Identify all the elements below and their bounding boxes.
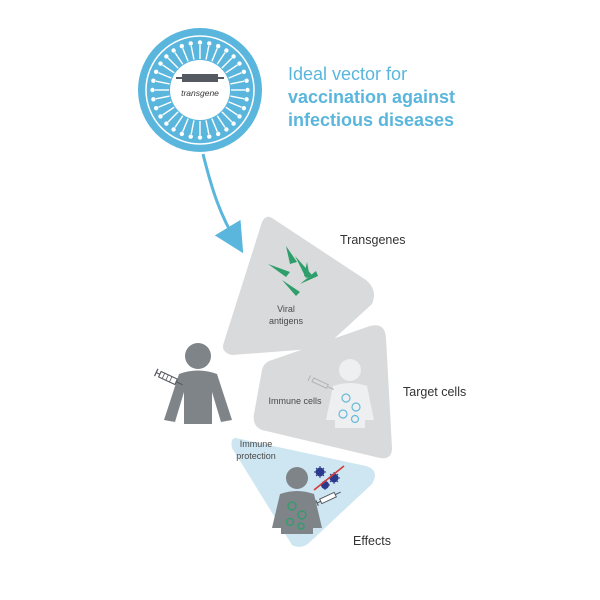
vector-spike [225,64,238,74]
vector-spike [174,115,184,128]
vector-spike-tip [215,131,221,137]
vector-spike-tip [151,97,156,102]
vector-spike [162,106,175,116]
vector-spike-tip [153,105,159,111]
heading-line3: infectious diseases [288,110,454,130]
vector-spike-tip [179,131,185,137]
heading-line1: Ideal vector for [288,64,407,84]
vector-spike [182,118,189,132]
vector-spike-tip [197,40,203,45]
vector-spike [211,118,218,132]
curved-arrow [201,153,244,254]
vector-spike [205,120,210,135]
vector-spike [158,101,172,108]
vector-spike-tip [153,69,159,75]
immune-protection-label-2: protection [236,451,276,461]
vector-spike-tip [188,41,193,46]
immune-protection-label-1: Immune [240,439,273,449]
vector-spike-tip [245,87,250,93]
vector-spike-tip [231,121,236,126]
viral-antigens-icon [268,246,318,296]
vector-spike-tip [215,43,221,49]
vector-spike-tip [171,127,176,132]
immune-cells-label: Immune cells [268,396,322,406]
vector-spike-tip [207,41,212,46]
vector-spike-tip [237,61,242,66]
vector-spike [155,95,170,100]
heading-line2: vaccination against [288,87,455,107]
vector-spike [228,101,242,108]
vector-spike-tip [224,127,229,132]
transgene-label: transgene [181,88,219,98]
vector-spike [216,52,226,65]
vector-spike [155,80,170,85]
vector-spike-tip [241,69,247,75]
vector-spike [211,48,218,62]
transgenes-title: Transgenes [340,233,406,247]
target-cells-title: Target cells [403,385,466,399]
viral-antigens-label-2: antigens [269,316,304,326]
vector-spike [182,48,189,62]
blocked-virus-icon [313,465,345,491]
panel-effects: Immune protection [231,438,375,547]
vector-spike-tip [158,61,163,66]
panel-target-cells: Immune cells [253,325,392,459]
vector-spike [205,45,210,60]
vaccine-syringe-icon [153,368,183,386]
vector-spike-tip [207,134,212,139]
target-syringe-icon [307,375,334,390]
vector-spike [225,106,238,116]
vector-spike-tip [244,78,249,83]
vector-spikes [150,40,250,140]
vector-spike [190,120,195,135]
vector-spike [190,45,195,60]
vector-spike [228,72,242,79]
vector-spike-tip [244,97,249,102]
vector-spike-tip [179,43,185,49]
vector-spike-tip [231,54,236,59]
target-person-icon [326,359,374,428]
vector-spike-tip [158,114,163,119]
vector-spike [230,80,245,85]
vector-spike [162,64,175,74]
vector-spike [216,115,226,128]
vector-particle: transgene [138,28,262,152]
vector-spike [221,57,233,69]
vector-spike [230,95,245,100]
vector-spike [167,57,179,69]
viral-antigens-label-1: Viral [277,304,295,314]
vector-spike-tip [150,87,155,93]
vector-spike-tip [164,121,169,126]
vector-spike-tip [151,78,156,83]
vector-spike-tip [188,134,193,139]
vector-spike [221,111,233,123]
vector-spike-tip [237,114,242,119]
vector-spike [174,52,184,65]
vector-spike-tip [164,54,169,59]
vector-spike-tip [171,48,176,53]
vector-spike-tip [241,105,247,111]
vector-ring [145,35,255,145]
vector-spike [167,111,179,123]
panel-transgenes-shape [223,216,374,355]
vector-spike-tip [197,135,203,140]
panel-transgenes: Viral antigens [223,216,374,355]
protected-person-icon [272,467,322,534]
vector-spike [158,72,172,79]
effects-title: Effects [353,534,391,548]
effects-syringe-icon [315,491,341,507]
vector-spike-tip [224,48,229,53]
transgene-icon [176,74,224,82]
